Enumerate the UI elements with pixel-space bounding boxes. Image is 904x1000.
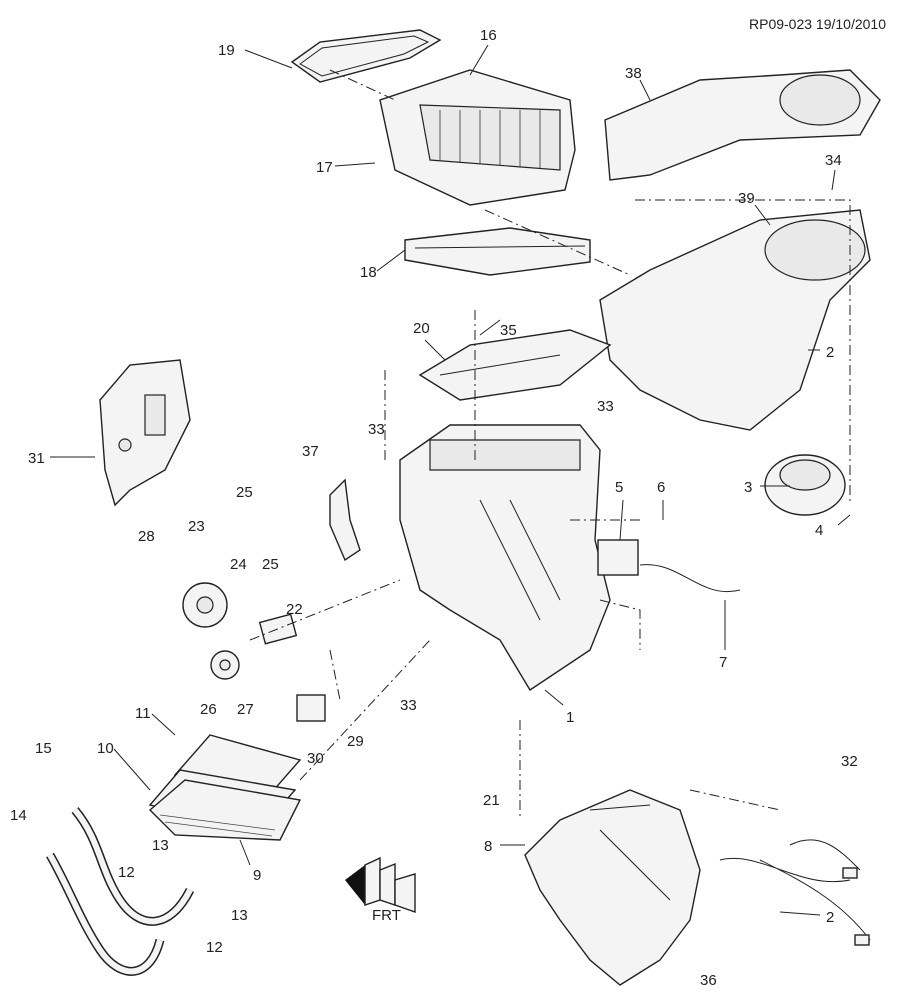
callout-14: 14 [10, 807, 27, 824]
callout-21: 21 [483, 792, 500, 809]
callout-17: 17 [316, 159, 333, 176]
callout-25: 25 [236, 484, 253, 501]
leader-lines [50, 44, 851, 916]
part-38-duct [604, 69, 881, 181]
callout-2: 2 [826, 909, 834, 926]
part-3-blower-motor [764, 454, 846, 516]
part-1-hvac-case [399, 424, 611, 691]
part-37-linkage [329, 478, 361, 562]
callout-16: 16 [480, 27, 497, 44]
callout-30: 30 [307, 750, 324, 767]
callout-27: 27 [237, 701, 254, 718]
callout-13: 13 [231, 907, 248, 924]
callout-11: 11 [135, 705, 151, 722]
callout-26: 26 [200, 701, 217, 718]
front-label: FRT [372, 907, 401, 924]
callout-33: 33 [400, 697, 417, 714]
callout-19: 19 [218, 42, 235, 59]
assembly-lines [249, 69, 851, 820]
callout-28: 28 [138, 528, 155, 545]
callout-34: 34 [825, 152, 842, 169]
callout-7: 7 [719, 654, 727, 671]
callout-36: 36 [700, 972, 717, 989]
part-9-heater-core [148, 779, 302, 841]
drawing-reference: RP09-023 19/10/2010 [749, 16, 886, 32]
callout-9: 9 [253, 867, 261, 884]
part-15-pipe [71, 807, 195, 926]
callout-29: 29 [347, 733, 364, 750]
callout-38: 38 [625, 65, 642, 82]
part-5-module [597, 539, 741, 593]
callout-31: 31 [28, 450, 45, 467]
part-31-panel [99, 359, 191, 507]
part-19-gasket [290, 29, 442, 83]
part-29-actuator [296, 694, 326, 722]
callout-12: 12 [118, 864, 135, 881]
callout-13: 13 [152, 837, 169, 854]
callout-3: 3 [744, 479, 752, 496]
callout-4: 4 [815, 522, 823, 539]
callout-39: 39 [738, 190, 755, 207]
callout-24: 24 [230, 556, 247, 573]
callout-23: 23 [188, 518, 205, 535]
callout-37: 37 [302, 443, 319, 460]
callout-33: 33 [597, 398, 614, 415]
callout-10: 10 [97, 740, 114, 757]
callout-12: 12 [206, 939, 223, 956]
callout-32: 32 [841, 753, 858, 770]
part-18-filter [404, 227, 591, 276]
part-8-lower-case [524, 789, 701, 986]
part-22-actuator [258, 613, 298, 645]
part-14-pipe [46, 852, 165, 976]
callout-15: 15 [35, 740, 52, 757]
part-26-gear [210, 650, 240, 680]
callout-18: 18 [360, 264, 377, 281]
callout-33: 33 [368, 421, 385, 438]
part-32-harness [719, 839, 871, 946]
callout-25: 25 [262, 556, 279, 573]
callout-5: 5 [615, 479, 623, 496]
callout-6: 6 [657, 479, 665, 496]
callout-1: 1 [566, 709, 574, 726]
part-28-gear [182, 582, 228, 628]
callout-labels: 1 2 2 3 4 5 6 7 8 9 10 11 12 12 13 13 14… [10, 27, 858, 989]
front-direction-indicator: FRT [345, 856, 416, 924]
part-16-housing [379, 69, 576, 206]
callout-20: 20 [413, 320, 430, 337]
part-39-blower-housing [599, 209, 871, 431]
callout-8: 8 [484, 838, 492, 855]
callout-22: 22 [286, 601, 303, 618]
callout-2: 2 [826, 344, 834, 361]
part-20-seal [418, 329, 612, 401]
callout-35: 35 [500, 322, 517, 339]
